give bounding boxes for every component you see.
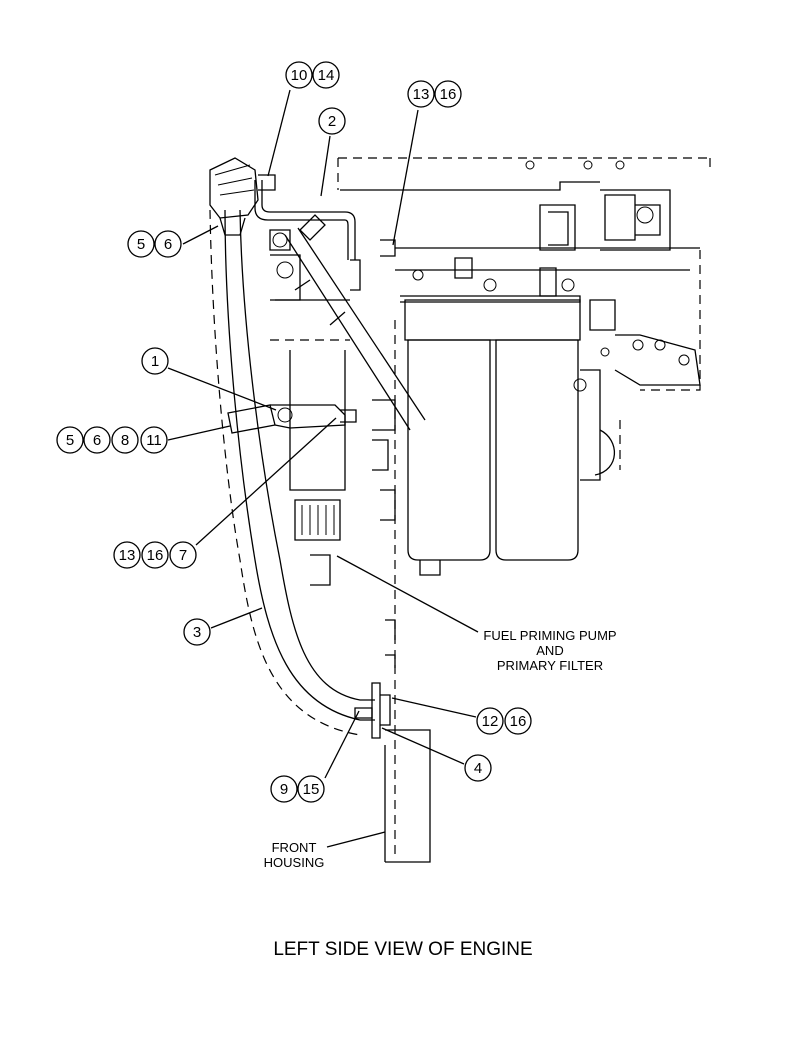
- callout-number: 1: [151, 353, 159, 370]
- front-housing-label-line2: HOUSING: [264, 855, 325, 870]
- front-housing-label-line1: FRONT: [272, 840, 317, 855]
- callout-number: 10: [291, 67, 308, 84]
- callout-number: 12: [482, 713, 499, 730]
- callout-5-6-8-11: 5 6 8 11: [56, 426, 168, 454]
- callout-9-15: 9 15: [270, 775, 325, 803]
- callout-3: 3: [183, 618, 211, 646]
- callout-12-16: 12 16: [476, 707, 532, 735]
- leader-lines: [167, 89, 479, 848]
- fuel-pump-label-line2: AND: [536, 643, 563, 658]
- hose-flange: [354, 682, 391, 739]
- callout-4: 4: [464, 754, 492, 782]
- callout-5-6-top: 5 6: [127, 230, 182, 258]
- callout-2: 2: [318, 107, 346, 135]
- callout-number: 5: [137, 236, 145, 253]
- callout-number: 15: [303, 781, 320, 798]
- callout-number: 7: [179, 547, 187, 564]
- diagram-caption: LEFT SIDE VIEW OF ENGINE: [273, 939, 532, 960]
- callout-13-16-top: 13 16: [407, 80, 462, 108]
- callout-number: 14: [318, 67, 335, 84]
- callout-number: 13: [119, 547, 136, 564]
- callout-number: 9: [280, 781, 288, 798]
- callout-number: 16: [440, 86, 457, 103]
- callout-1: 1: [141, 347, 169, 375]
- callout-10-14: 10 14: [285, 61, 340, 89]
- callout-number: 13: [413, 86, 430, 103]
- engine-detail: [270, 160, 701, 668]
- fuel-filter-canisters: [404, 299, 610, 576]
- callout-number: 16: [510, 713, 527, 730]
- callout-number: 8: [121, 432, 129, 449]
- tank-fitting: [209, 157, 276, 236]
- callout-number: 4: [474, 760, 482, 777]
- fuel-pump-label-line1: FUEL PRIMING PUMP: [483, 628, 616, 643]
- fuel-pump-label-line3: PRIMARY FILTER: [497, 658, 603, 673]
- filter-hose: [284, 227, 426, 431]
- fuel-hose: [209, 209, 375, 736]
- callout-13-16-7: 13 16 7: [113, 541, 197, 569]
- callout-number: 11: [146, 432, 162, 449]
- callout-number: 5: [66, 432, 74, 449]
- front-housing: [384, 729, 431, 863]
- fuel-priming-pump-label: FUEL PRIMING PUMP AND PRIMARY FILTER: [483, 628, 616, 673]
- mounting-bracket: [227, 404, 357, 434]
- callout-number: 2: [328, 113, 336, 130]
- callout-number: 3: [193, 624, 201, 641]
- callout-number: 6: [164, 236, 172, 253]
- callout-number: 6: [93, 432, 101, 449]
- front-housing-label: FRONT HOUSING: [264, 840, 325, 870]
- fuel-tubes: [254, 180, 356, 260]
- callout-number: 16: [147, 547, 164, 564]
